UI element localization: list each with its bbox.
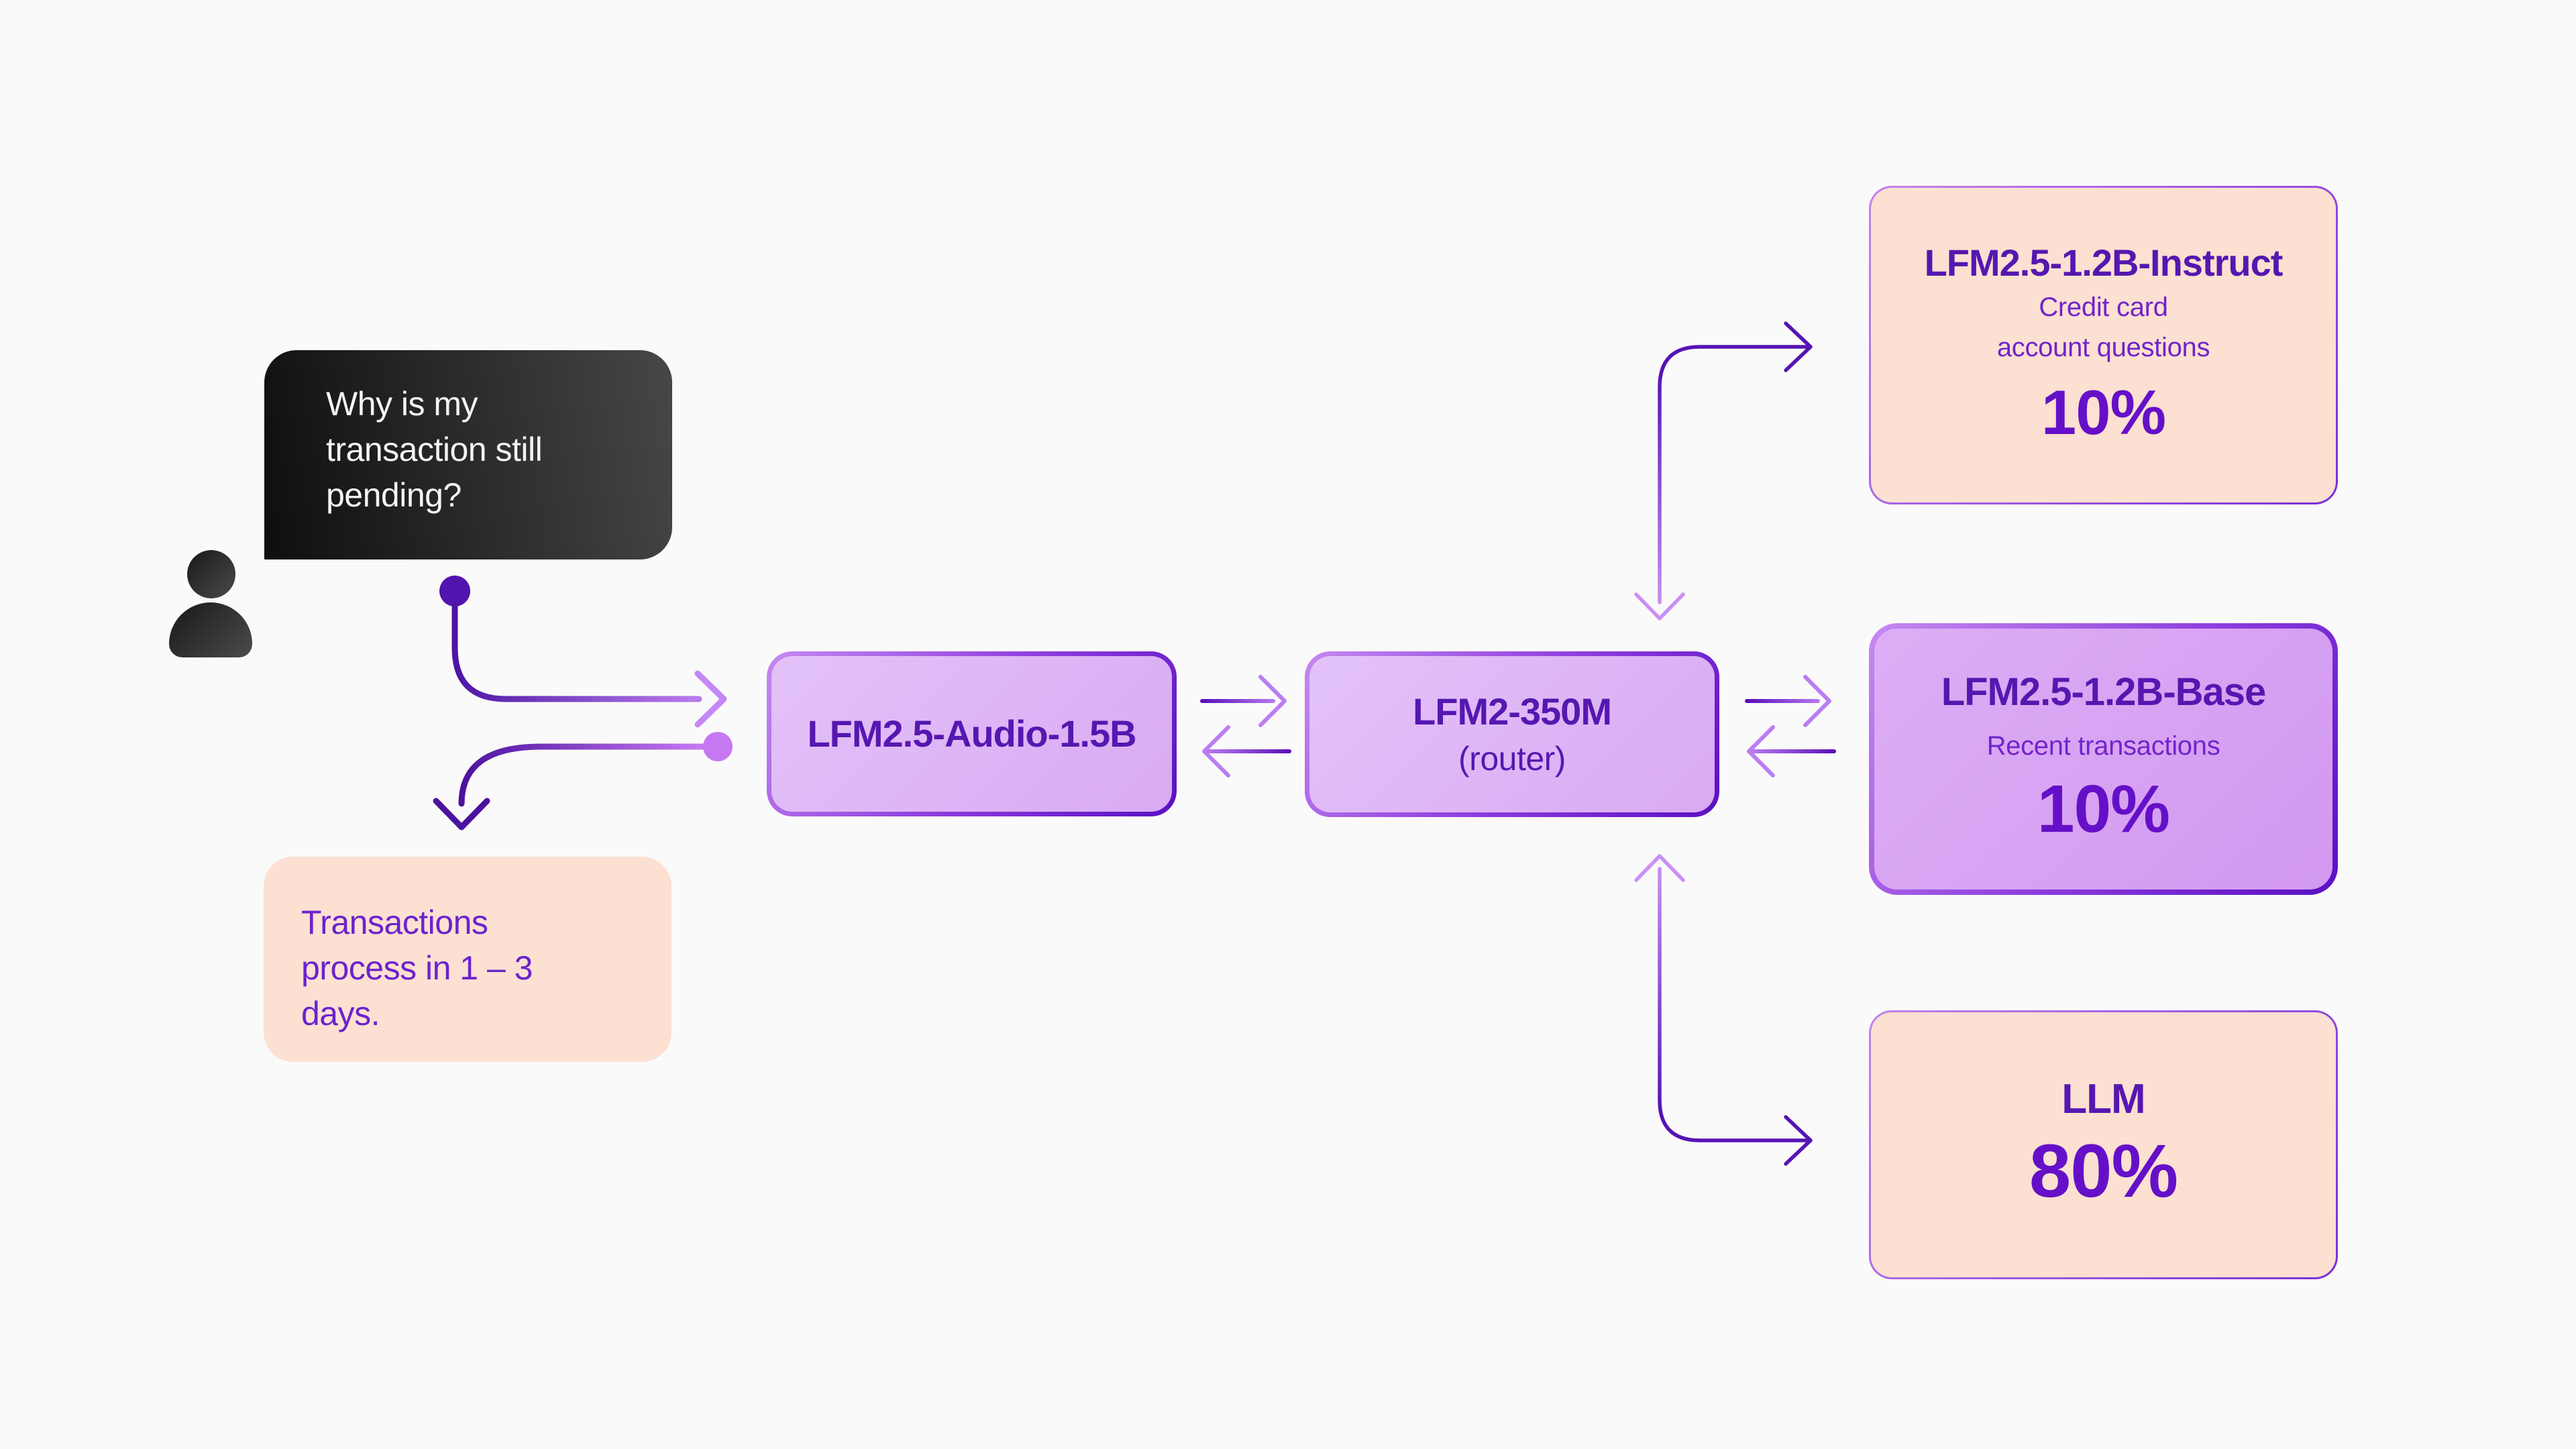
user-question-bubble: Why is my transaction still pending?: [264, 350, 672, 559]
answer-bubble: Transactions process in 1 – 3 days.: [264, 857, 672, 1062]
to-router-arrowhead up-arrow-icon: [1634, 854, 1685, 882]
question-origin-dot: [439, 576, 470, 606]
answer-origin-dot: [703, 732, 733, 761]
instruct-model-title: LFM2.5-1.2B-Instruct: [1924, 241, 2284, 284]
to-instruct-arrowhead right-arrow-icon: [1784, 321, 1813, 372]
instruct-model-desc-2: account questions: [1996, 332, 2210, 362]
audio-model-box: LFM2.5-Audio-1.5B: [767, 651, 1177, 816]
base-model-title: LFM2.5-1.2B-Base: [1941, 669, 2267, 714]
router-to-base-arrowhead right-arrow-icon: [1803, 675, 1831, 727]
question-line-3: pending?: [326, 476, 462, 514]
user-silhouette-icon: [169, 550, 252, 657]
answer-line-1: Transactions: [301, 904, 488, 941]
llm-title: LLM: [2061, 1076, 2145, 1123]
answer-arrowhead down-arrow-icon: [433, 798, 490, 830]
router-instruct-connector: [1658, 345, 1812, 604]
to-llm-arrowhead right-arrow-icon: [1784, 1115, 1813, 1166]
audio-model-title: LFM2.5-Audio-1.5B: [807, 712, 1136, 755]
user-icon-torso: [169, 602, 252, 657]
answer-connector: [458, 743, 707, 807]
question-line-1: Why is my: [326, 385, 478, 423]
question-line-2: transaction still: [326, 431, 543, 468]
instruct-model-card: LFM2.5-1.2B-Instruct Credit card account…: [1869, 186, 2338, 504]
question-connector: [451, 601, 702, 702]
audio-to-router-arrowhead right-arrow-icon: [1258, 675, 1287, 727]
router-model-title: LFM2-350M: [1413, 690, 1612, 733]
question-arrowhead right-arrow-icon: [694, 670, 727, 728]
llm-fallback-card: LLM 80%: [1869, 1010, 2338, 1279]
to-router-arrowhead down-arrow-icon: [1634, 592, 1685, 621]
router-model-box: LFM2-350M (router): [1305, 651, 1719, 817]
base-model-desc: Recent transactions: [1986, 731, 2220, 761]
base-model-card: LFM2.5-1.2B-Base Recent transactions 10%: [1869, 623, 2338, 895]
router-llm-connector: [1658, 867, 1812, 1142]
user-icon-head: [187, 550, 235, 598]
router-model-subtitle: (router): [1458, 739, 1566, 777]
base-model-share: 10%: [2037, 771, 2170, 847]
instruct-model-share: 10%: [2041, 376, 2166, 447]
instruct-model-desc-1: Credit card: [2039, 292, 2168, 322]
answer-line-3: days.: [301, 995, 380, 1032]
base-to-router-arrowhead left-arrow-icon: [1747, 725, 1775, 777]
llm-share: 80%: [2029, 1128, 2178, 1213]
answer-line-2: process in 1 – 3: [301, 949, 533, 987]
router-to-audio-arrowhead left-arrow-icon: [1202, 725, 1230, 777]
